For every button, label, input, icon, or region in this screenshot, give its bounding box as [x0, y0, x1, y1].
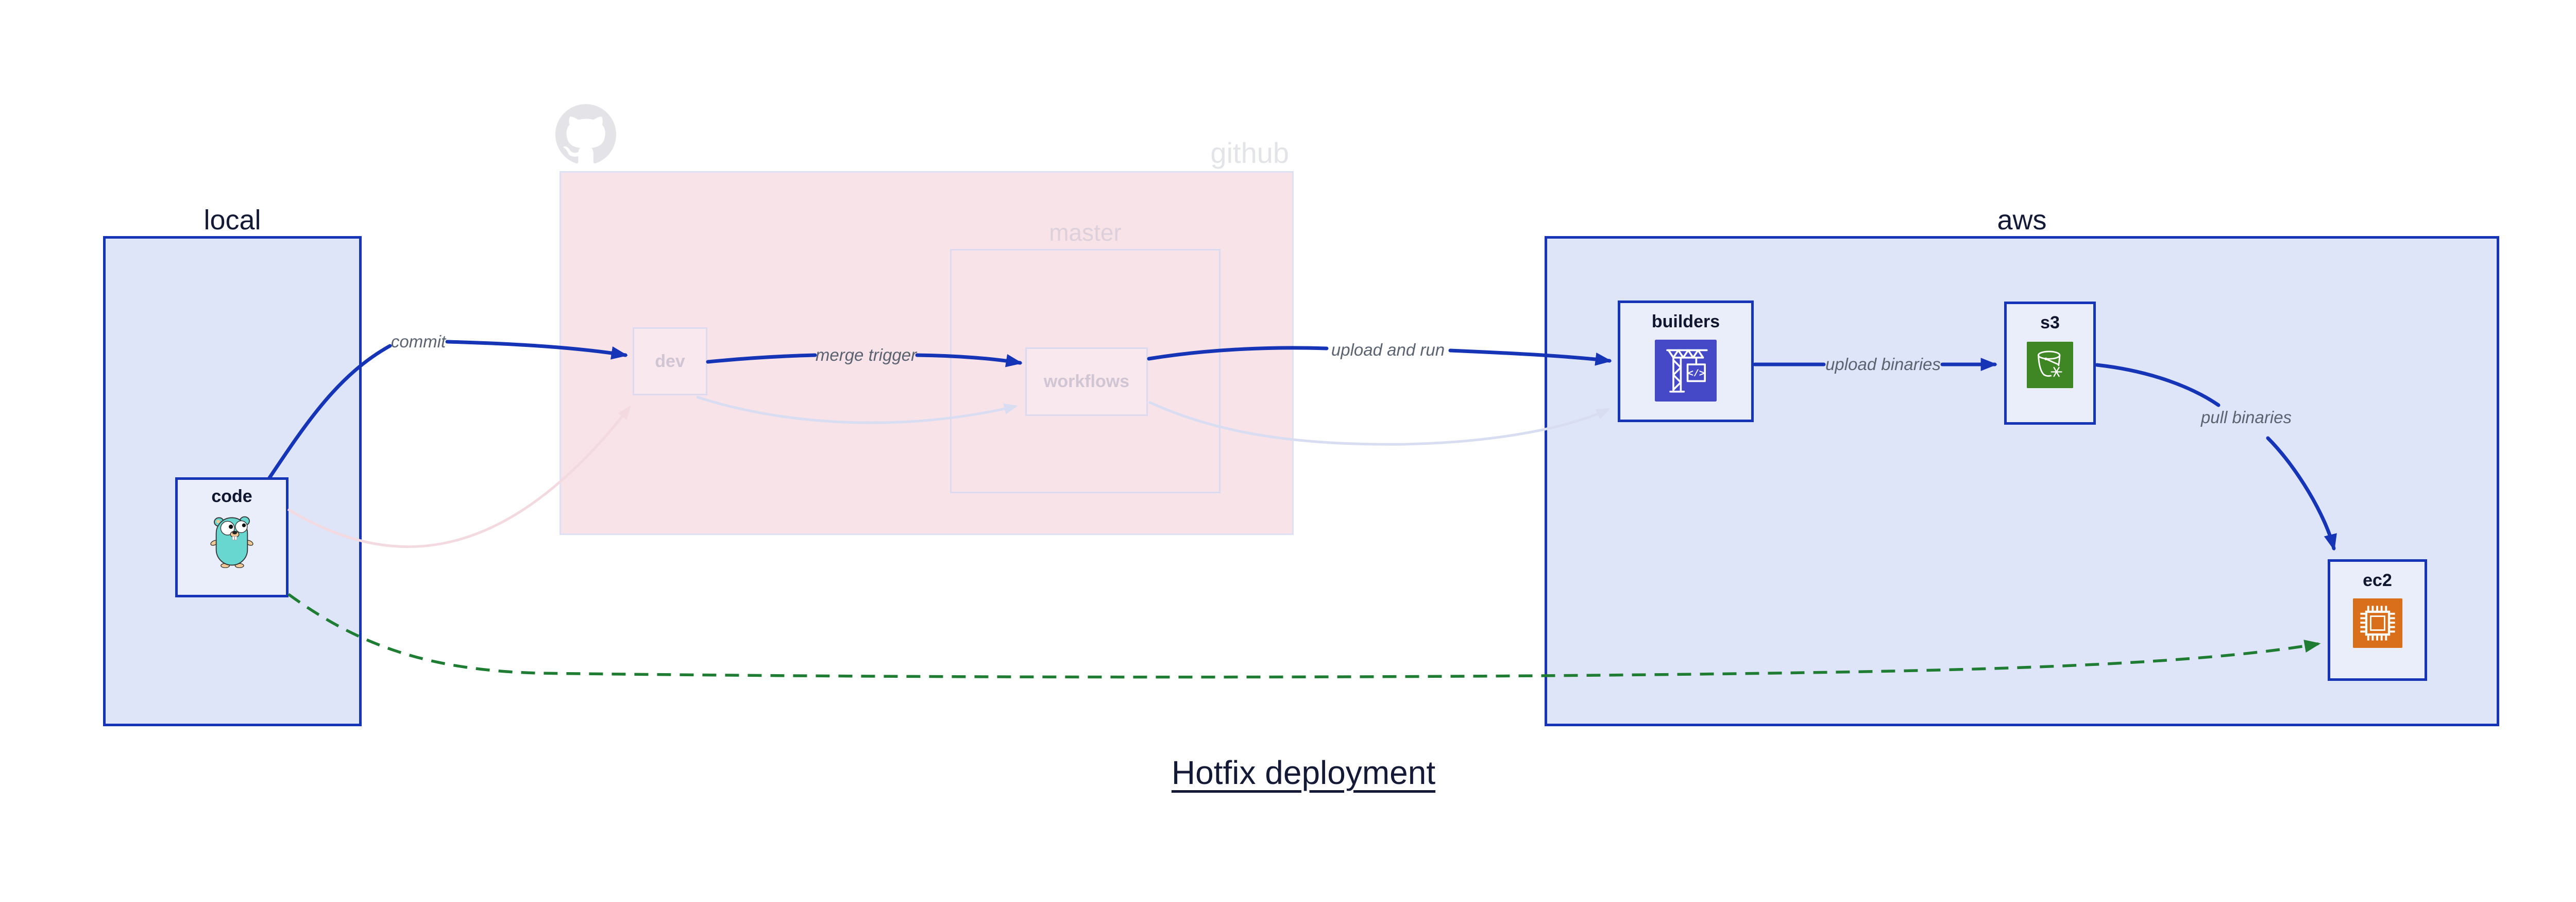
region-label-local: local: [204, 205, 261, 236]
node-dev: dev: [633, 327, 707, 395]
go-gopher-icon: [208, 514, 256, 571]
edge-label-upload-binaries: upload binaries: [1825, 355, 1941, 374]
region-label-aws: aws: [1997, 205, 2047, 236]
region-label-github: github: [1210, 137, 1289, 169]
node-s3: s3: [2004, 302, 2096, 425]
node-dev-label: dev: [655, 351, 685, 371]
node-code-label: code: [211, 487, 252, 506]
node-workflows: workflows: [1025, 347, 1148, 416]
node-code: code: [175, 477, 289, 597]
region-label-master: master: [1049, 219, 1122, 246]
edge-label-commit: commit: [391, 332, 446, 351]
ec2-chip-icon: [2352, 598, 2402, 650]
codebuild-crane-icon: </>: [1654, 339, 1717, 404]
node-ec2: ec2: [2328, 559, 2427, 681]
svg-text:</>: </>: [1688, 369, 1704, 379]
node-builders: builders </>: [1618, 300, 1754, 422]
region-master: [950, 249, 1221, 493]
s3-glacier-bucket-icon: [2027, 341, 2073, 392]
edge-label-merge-trigger: merge trigger: [815, 345, 917, 364]
node-ec2-label: ec2: [2363, 571, 2392, 590]
edge-label-pull-binaries: pull binaries: [2200, 408, 2292, 427]
node-workflows-label: workflows: [1043, 372, 1130, 392]
octocat-icon: [555, 104, 616, 165]
edge-label-upload-and-run: upload and run: [1331, 340, 1445, 359]
node-s3-label: s3: [2040, 313, 2060, 332]
node-builders-label: builders: [1651, 312, 1720, 331]
diagram-title: Hotfix deployment: [1171, 754, 1436, 791]
